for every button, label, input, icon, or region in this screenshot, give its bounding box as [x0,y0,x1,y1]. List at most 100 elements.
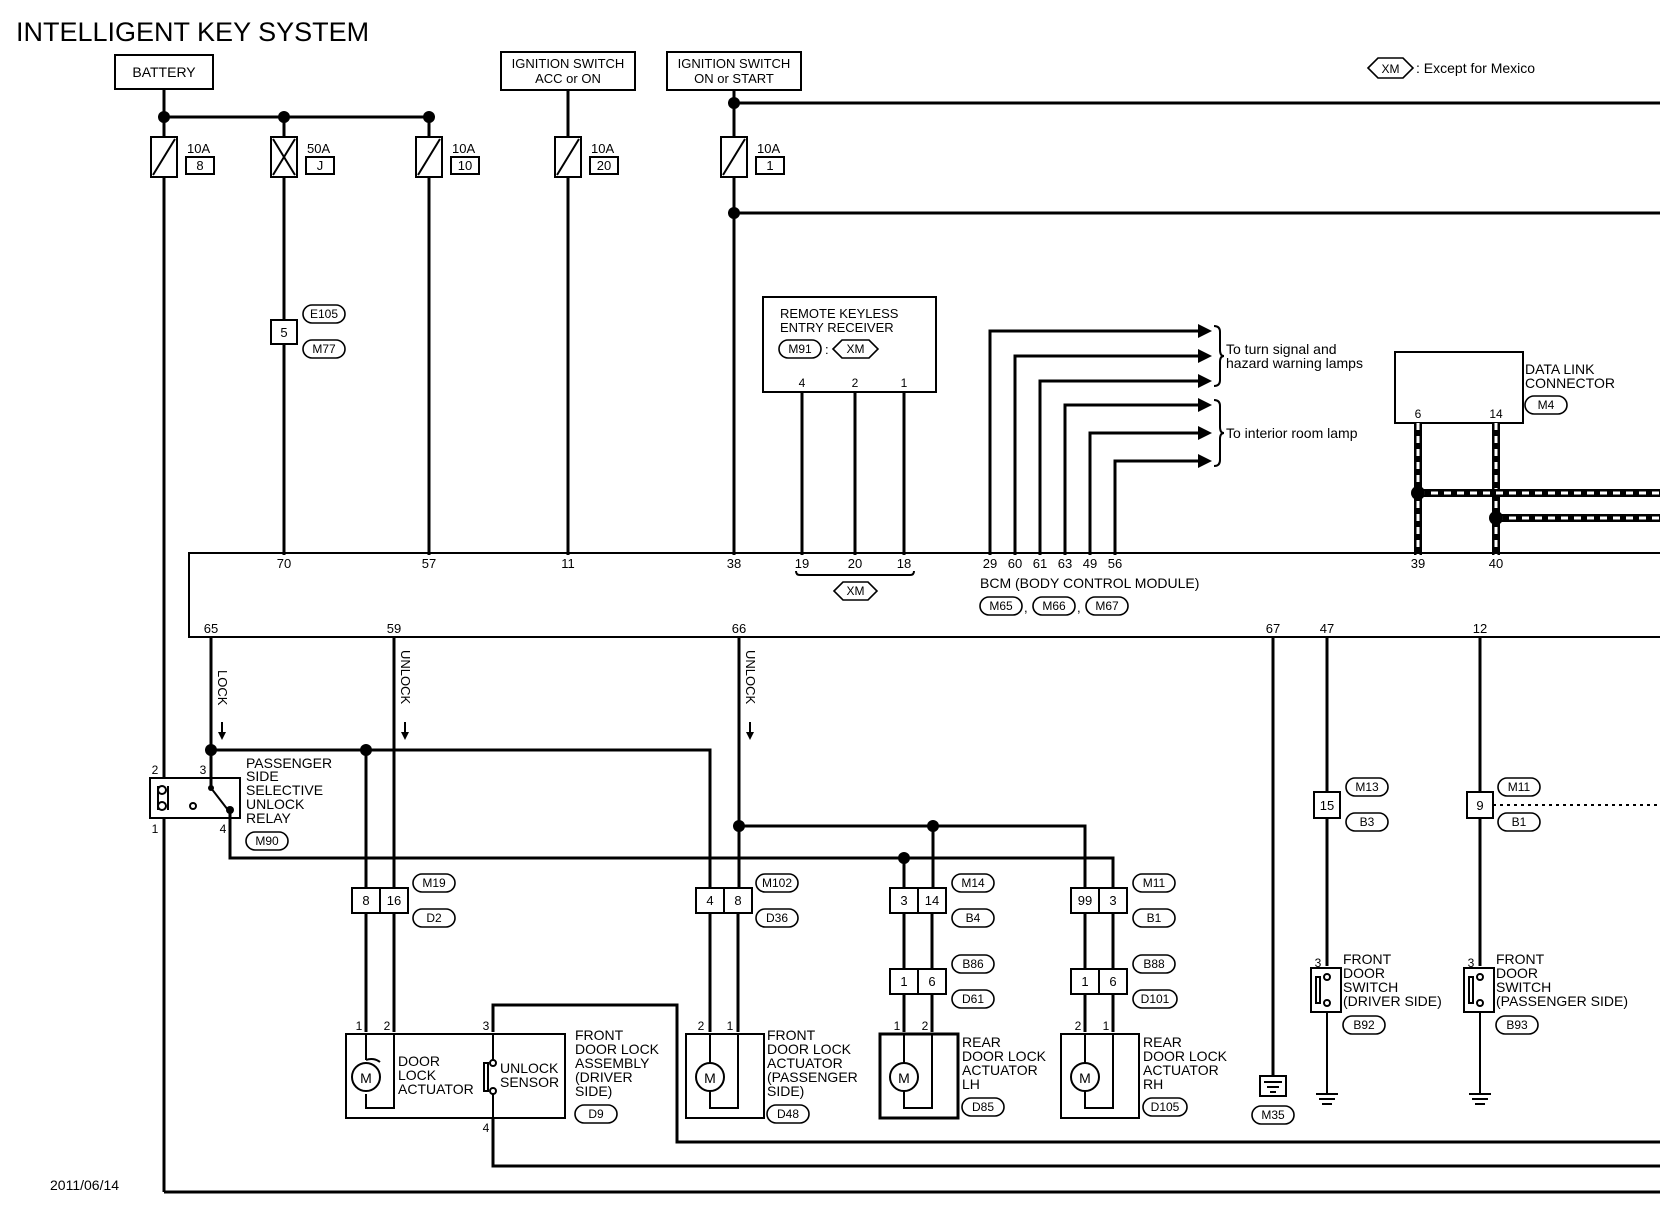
motor-icon [351,1062,381,1092]
connector-pin: 6 [1109,974,1116,989]
relay-label: RELAY [246,810,292,826]
bcm-pin-number: 65 [204,621,218,636]
bcm-pin-number: 61 [1033,556,1047,571]
sensor-label: UNLOCK [500,1060,559,1076]
diagram-title: INTELLIGENT KEY SYSTEM [16,17,369,47]
connector-id: B1 [1147,911,1162,925]
connector-id: D61 [962,992,984,1006]
component-label: (DRIVER SIDE) [1343,993,1442,1009]
component-label: (PASSENGER SIDE) [1496,993,1628,1009]
connector-id: M66 [1042,599,1066,613]
component-label: DOOR LOCK [1143,1048,1228,1064]
fuse-10: 10A 10 [415,117,480,555]
fuse-number: 8 [196,158,203,173]
lock-wire-label: LOCK [215,670,230,706]
lock-unlock-wires [205,637,1115,888]
connector-m19: 8 16 M19 D2 [351,873,456,928]
relay-label: PASSENGER [246,755,332,771]
pin-number: 2 [1075,1019,1082,1033]
connector-id: D48 [777,1107,799,1121]
pin-number: 14 [1489,407,1503,421]
component-label: ACTUATOR [962,1062,1038,1078]
connector-id: M19 [422,876,446,890]
connector-pin: 1 [1081,974,1088,989]
bcm-pin-number: 59 [387,621,401,636]
component-label: FRONT [1343,951,1392,967]
pin-number: 4 [799,376,806,390]
connector-id: M4 [1538,398,1555,412]
bcm-pin-number: 70 [277,556,291,571]
component-label: FRONT [575,1027,624,1043]
separator: , [1024,600,1028,615]
component-label: LH [962,1076,980,1092]
motor-symbol: M [1079,1070,1091,1086]
pin-number: 3 [1315,956,1322,970]
pin-number: 2 [698,1019,705,1033]
interior-lamp-label: To interior room lamp [1226,425,1358,441]
pin-number: 2 [384,1019,391,1033]
bcm-pin-number: 47 [1320,621,1334,636]
ignition-switch-on-box: IGNITION SWITCH ON or START [666,51,802,91]
pin-number: 4 [220,822,227,836]
fuse-rating: 10A [187,141,210,156]
connector-id: M14 [961,876,985,890]
motor-icon [889,1062,919,1092]
front-door-lock-assembly-driver: 1 2 3 4 M DOOR LOCK ACTUATOR UNLOCK SENS… [345,1019,660,1135]
fuse-rating: 50A [307,141,330,156]
connector-id: B86 [962,957,984,971]
dlc-label: DATA LINK [1525,361,1595,377]
connector-pin: 15 [1320,798,1334,813]
pin-number: 3 [200,763,207,777]
bcm-pin-number: 39 [1411,556,1425,571]
fuse-rating: 10A [452,141,475,156]
dlc-label: CONNECTOR [1525,375,1615,391]
connector-m14: 3 14 M14 B4 [889,873,995,928]
connector-pin: 9 [1476,798,1483,813]
pin-number: 3 [483,1019,490,1033]
connector-id: D36 [766,911,788,925]
bcm-pin-number: 57 [422,556,436,571]
data-link-connector: 6 14 DATA LINK CONNECTOR M4 [1394,351,1615,424]
front-door-switch-driver: 15 M13 B3 3 FRONT DOOR SWITCH (DRIVER SI… [1310,637,1442,1105]
actuator-wires [164,913,1660,1194]
fuse-rating: 10A [757,141,780,156]
relay-label: SIDE [246,768,279,784]
xm-tag: XM [847,342,865,356]
inline-connector-e105: 5 E105 M77 [270,304,346,359]
connector-id: B88 [1143,957,1165,971]
bcm-pin-number: 12 [1473,621,1487,636]
connector-id: B4 [966,911,981,925]
rke-label: REMOTE KEYLESS [780,306,899,321]
fuse-number: 20 [597,158,611,173]
bcm-pin-number: 56 [1108,556,1122,571]
rke-label: ENTRY RECEIVER [780,320,894,335]
connector-id: M65 [989,599,1013,613]
motor-icon [1070,1062,1100,1092]
ign-on-line2: ON or START [694,71,774,86]
bcm-pin-number: 11 [561,556,575,571]
connector-m102: 4 8 M102 D36 [695,873,799,928]
separator: , [1077,600,1081,615]
component-label: ASSEMBLY [575,1055,650,1071]
motor-icon [695,1062,725,1092]
connector-id: D9 [588,1107,604,1121]
connector-id: M35 [1261,1108,1285,1122]
pin-number: 1 [901,376,908,390]
rear-door-lock-actuator-lh: 1 2 M REAR DOOR LOCK ACTUATOR LH D85 [878,1019,1047,1120]
connector-b86: 1 6 B86 D61 [889,954,995,1009]
pin-number: 3 [1468,956,1475,970]
motor-symbol: M [898,1070,910,1086]
component-label: FRONT [767,1027,816,1043]
component-label: (PASSENGER [767,1069,858,1085]
fuse-number: J [317,158,324,173]
pin-number: 1 [727,1019,734,1033]
rear-door-lock-actuator-rh: 2 1 M REAR DOOR LOCK ACTUATOR RH D105 [1060,1019,1228,1119]
pin-number: 6 [1415,407,1422,421]
fuse-number: 1 [766,158,773,173]
connector-pin: 16 [387,893,401,908]
connector-m11: 99 3 M11 B1 [1070,873,1176,928]
legend-text: : Except for Mexico [1416,60,1535,76]
pin-number: 4 [483,1121,490,1135]
connector-pin: 4 [706,893,713,908]
